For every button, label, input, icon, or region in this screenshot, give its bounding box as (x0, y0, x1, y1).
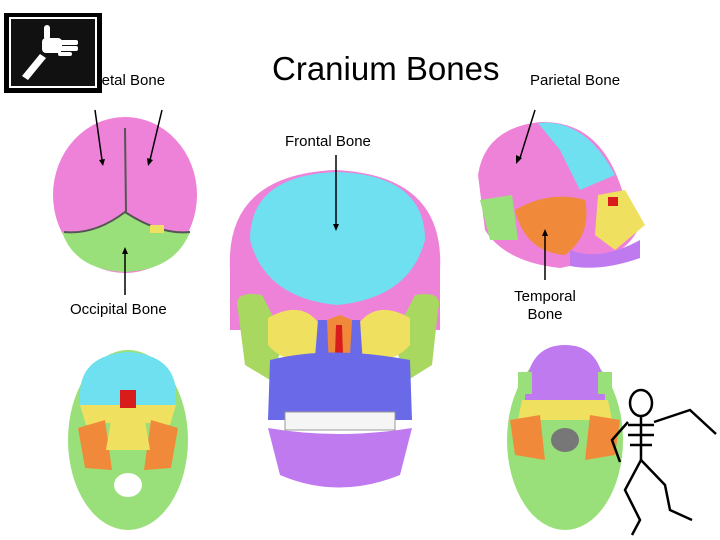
pointer-parietal-left-b (149, 109, 163, 161)
dancing-skeleton-icon (610, 388, 717, 536)
arrow-head (147, 158, 153, 166)
label-parietal-right: Parietal Bone (530, 72, 621, 89)
label-frontal: Frontal Bone (285, 133, 371, 150)
skull-lateral-view (478, 121, 645, 268)
label-temporal: Temporal Bone (505, 288, 585, 324)
arrow-head (333, 224, 339, 231)
skull-base-view-left (68, 350, 188, 530)
skull-base-view-right (507, 345, 623, 530)
slide-title: Cranium Bones (272, 50, 500, 87)
skull-front-view (229, 170, 441, 488)
arrow-head (516, 155, 522, 164)
arrow-head (542, 229, 548, 236)
skull-top-view (53, 117, 197, 273)
label-occipital: Occipital Bone (70, 301, 167, 318)
arrow-head (99, 159, 105, 166)
hand-xray-icon (4, 13, 102, 93)
label-temporal-line1: Temporal (514, 288, 576, 305)
pointer-parietal-right (519, 109, 536, 159)
pointer-parietal-left-a (94, 109, 103, 161)
label-temporal-line2: Bone (527, 306, 563, 323)
arrow-head (122, 247, 128, 254)
